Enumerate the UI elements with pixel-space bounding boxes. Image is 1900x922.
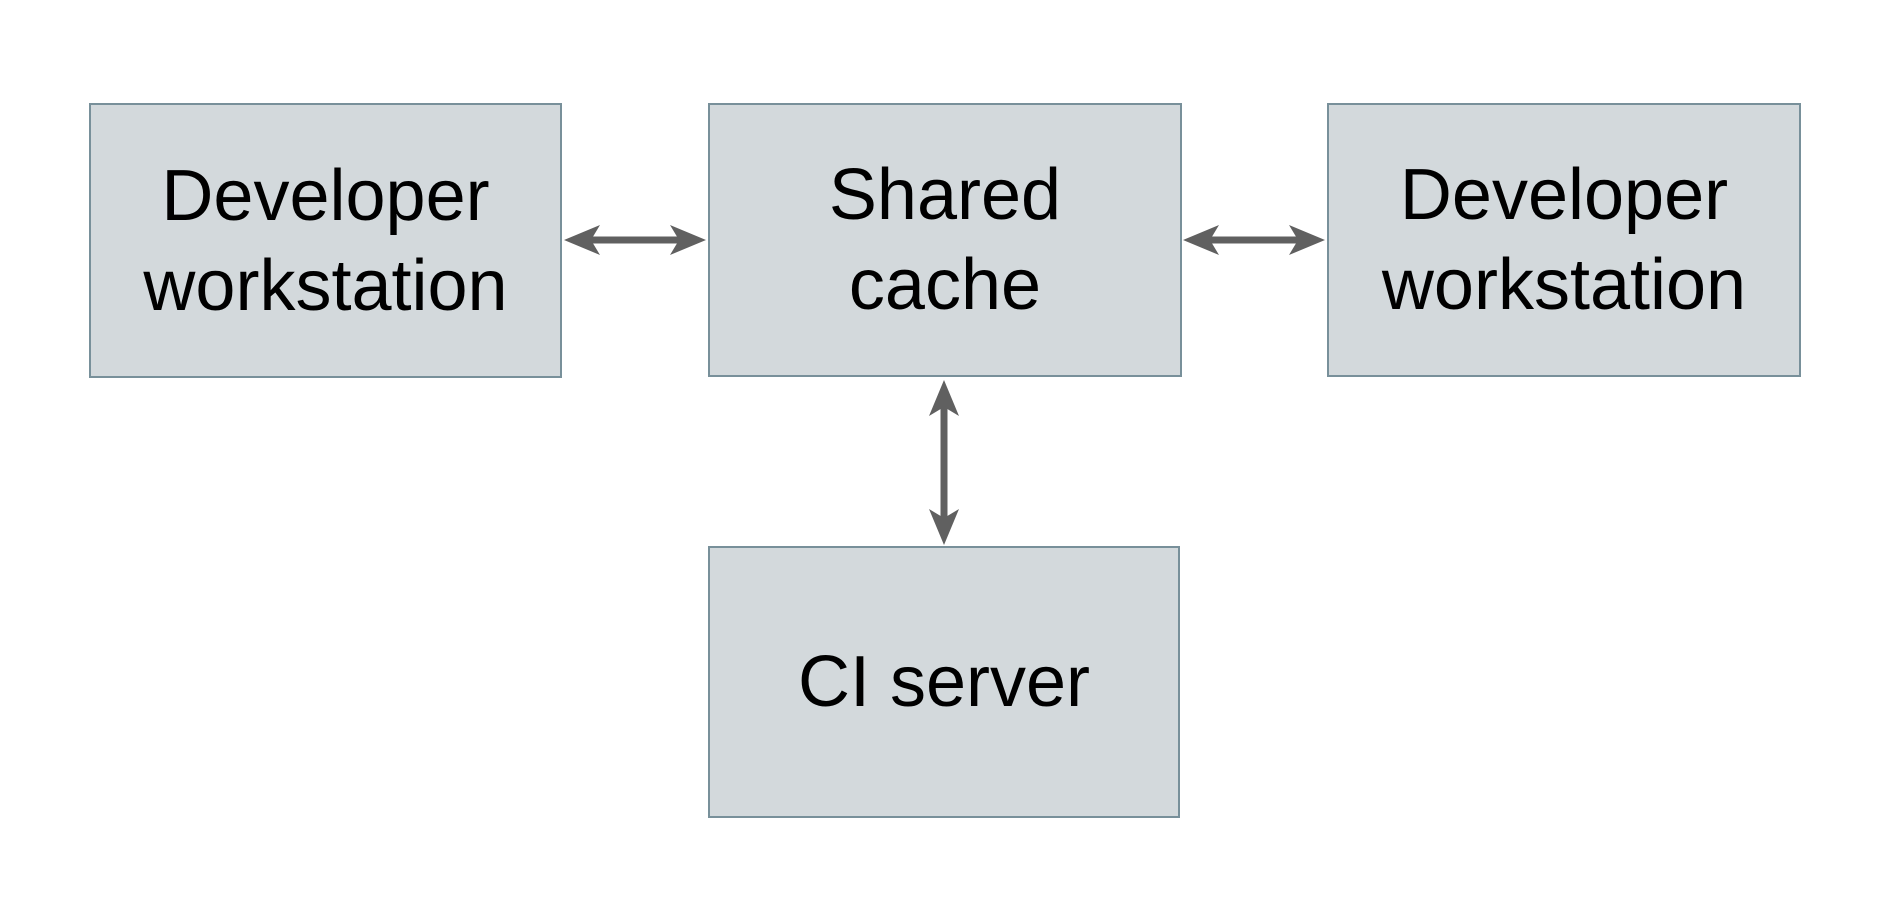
double-arrow-icon-workstation-left-to-cache xyxy=(564,225,706,255)
node-label: CI server xyxy=(797,642,1091,722)
node-developer-workstation-right: Developer workstation xyxy=(1327,103,1801,377)
node-label: Developer workstation xyxy=(143,155,508,326)
node-shared-cache: Shared cache xyxy=(708,103,1182,377)
double-arrow-icon-cache-to-workstation-right xyxy=(1183,225,1325,255)
node-label: Developer workstation xyxy=(1381,155,1747,325)
node-ci-server: CI server xyxy=(708,546,1180,818)
node-developer-workstation-left: Developer workstation xyxy=(89,103,562,378)
double-arrow-icon-cache-to-ci-server xyxy=(929,380,959,545)
node-label: Shared cache xyxy=(828,155,1062,325)
